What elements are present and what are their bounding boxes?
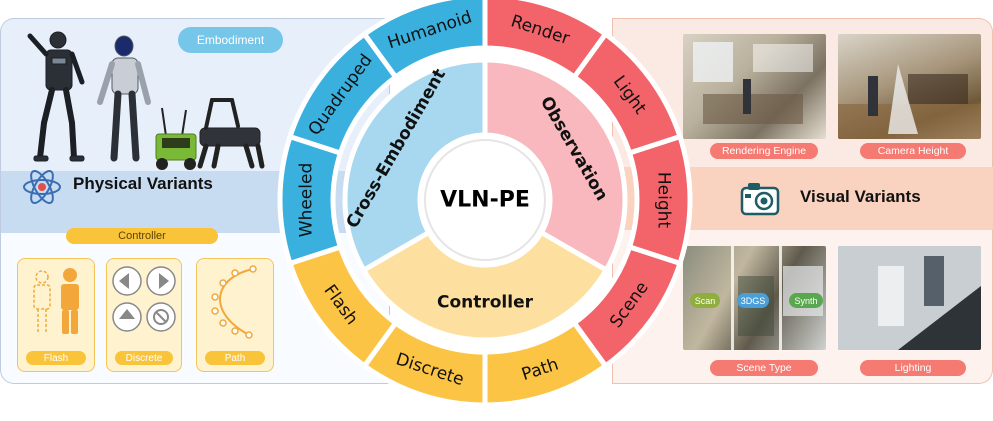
inner-segment-observation (482, 57, 628, 274)
wheeled-robot-icon (155, 107, 197, 170)
flash-card-label: Flash (26, 351, 86, 365)
rendering-engine-image (683, 34, 826, 139)
visual-variants-title: Visual Variants (800, 187, 921, 206)
3dgs-tag: 3DGS (737, 293, 769, 308)
quadruped-robot-icon (197, 98, 265, 169)
lighting-image (838, 246, 981, 350)
interior-scene-icon (693, 42, 813, 124)
controller-label: Controller (66, 228, 218, 244)
camera-height-image (838, 34, 981, 139)
camera-height-label: Camera Height (860, 143, 966, 159)
path-card-label: Path (205, 351, 265, 365)
humanoid-robot-icon (27, 31, 85, 162)
discrete-card-label: Discrete (115, 351, 173, 365)
scan-tag: Scan (690, 293, 720, 308)
stop-icon (153, 309, 169, 325)
embodiment-label: Embodiment (178, 27, 283, 53)
inner-label-controller: Controller (437, 293, 534, 313)
camera-icon (740, 183, 780, 216)
center-circle (424, 139, 546, 261)
inner-segment-cross-embodiment (342, 57, 488, 274)
atom-icon (23, 170, 61, 204)
vln-pe-wheel: RenderLightHeightScenePathDiscreteFlashW… (277, 0, 693, 408)
humanoid-robot-2-icon (97, 35, 151, 162)
inner-segment-controller (360, 229, 610, 343)
robot-illustrations (27, 31, 265, 170)
discrete-card: Discrete (106, 258, 182, 372)
teleport-figure-icon (33, 268, 79, 334)
rendering-engine-label: Rendering Engine (710, 143, 818, 159)
discrete-actions-icon (112, 266, 176, 332)
synth-tag: Synth (789, 293, 823, 308)
outer-segment-humanoid (361, 0, 488, 81)
scene-type-label: Scene Type (710, 360, 818, 376)
dining-room-scene-icon (838, 64, 981, 139)
path-card: Path (196, 258, 274, 372)
outer-label-height: Height (654, 172, 674, 229)
dark-hallway-scene-icon (838, 246, 981, 350)
outer-label-wheeled: Wheeled (297, 163, 317, 237)
physical-variants-title: Physical Variants (73, 174, 213, 193)
path-curve-icon (211, 265, 257, 339)
flash-card: Flash (17, 258, 95, 372)
lighting-label: Lighting (860, 360, 966, 376)
center-title: VLN-PE (440, 188, 530, 213)
